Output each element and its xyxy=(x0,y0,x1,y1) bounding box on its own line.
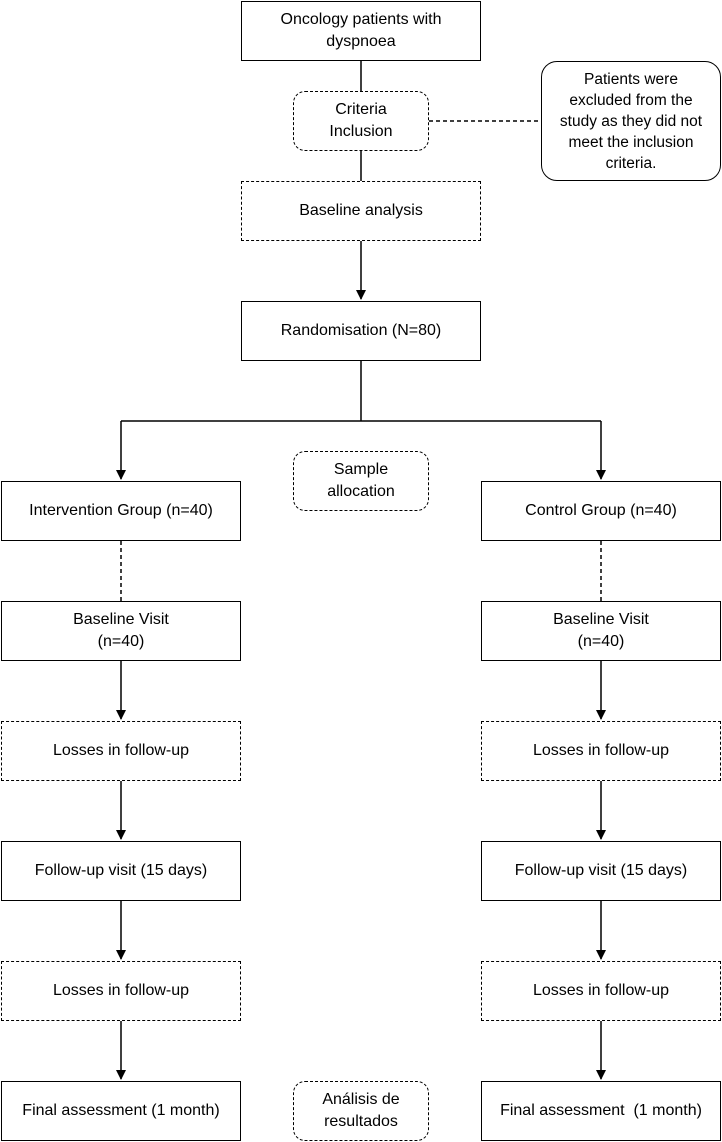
node-baseline-analysis: Baseline analysis xyxy=(241,181,481,241)
node-randomisation-label: Randomisation (N=80) xyxy=(280,322,442,339)
node-analysis-label: Análisis de resultados xyxy=(322,1091,400,1130)
node-excluded-label: Patients were excluded from the study as… xyxy=(559,70,703,172)
node-followup-left-label: Follow-up visit (15 days) xyxy=(34,862,208,879)
node-baseline-analysis-label: Baseline analysis xyxy=(299,202,423,219)
node-baseline-visit-right: Baseline Visit (n=40) xyxy=(481,601,721,661)
node-baseline-visit-left: Baseline Visit (n=40) xyxy=(1,601,241,661)
node-losses-left-2-label: Losses in follow-up xyxy=(52,982,190,999)
node-followup-right-label: Follow-up visit (15 days) xyxy=(514,862,688,879)
node-criteria-label: Criteria Inclusion xyxy=(329,101,393,140)
node-losses-left-1: Losses in follow-up xyxy=(1,721,241,781)
node-baseline-visit-right-label: Baseline Visit (n=40) xyxy=(553,611,649,650)
node-losses-left-1-label: Losses in follow-up xyxy=(52,742,190,759)
node-final-right: Final assessment (1 month) xyxy=(481,1081,721,1141)
node-final-left: Final assessment (1 month) xyxy=(1,1081,241,1141)
node-excluded: Patients were excluded from the study as… xyxy=(541,61,721,181)
node-control-group-label: Control Group (n=40) xyxy=(525,502,677,519)
node-followup-left: Follow-up visit (15 days) xyxy=(1,841,241,901)
node-followup-right: Follow-up visit (15 days) xyxy=(481,841,721,901)
node-losses-right-1: Losses in follow-up xyxy=(481,721,721,781)
node-losses-right-2: Losses in follow-up xyxy=(481,961,721,1021)
node-randomisation: Randomisation (N=80) xyxy=(241,301,481,361)
node-baseline-visit-left-label: Baseline Visit (n=40) xyxy=(73,611,169,650)
node-intervention-group-label: Intervention Group (n=40) xyxy=(29,502,213,519)
node-criteria: Criteria Inclusion xyxy=(293,91,429,151)
node-losses-left-2: Losses in follow-up xyxy=(1,961,241,1021)
node-final-left-label: Final assessment (1 month) xyxy=(22,1102,220,1119)
node-sample-allocation-label: Sample allocation xyxy=(327,461,395,500)
node-control-group: Control Group (n=40) xyxy=(481,481,721,541)
node-start: Oncology patients with dyspnoea xyxy=(241,1,481,61)
node-losses-right-1-label: Losses in follow-up xyxy=(532,742,670,759)
node-losses-right-2-label: Losses in follow-up xyxy=(532,982,670,999)
node-sample-allocation: Sample allocation xyxy=(293,451,429,511)
node-start-label: Oncology patients with dyspnoea xyxy=(280,11,442,50)
node-final-right-label: Final assessment (1 month) xyxy=(500,1102,702,1119)
node-analysis: Análisis de resultados xyxy=(293,1081,429,1141)
node-intervention-group: Intervention Group (n=40) xyxy=(1,481,241,541)
